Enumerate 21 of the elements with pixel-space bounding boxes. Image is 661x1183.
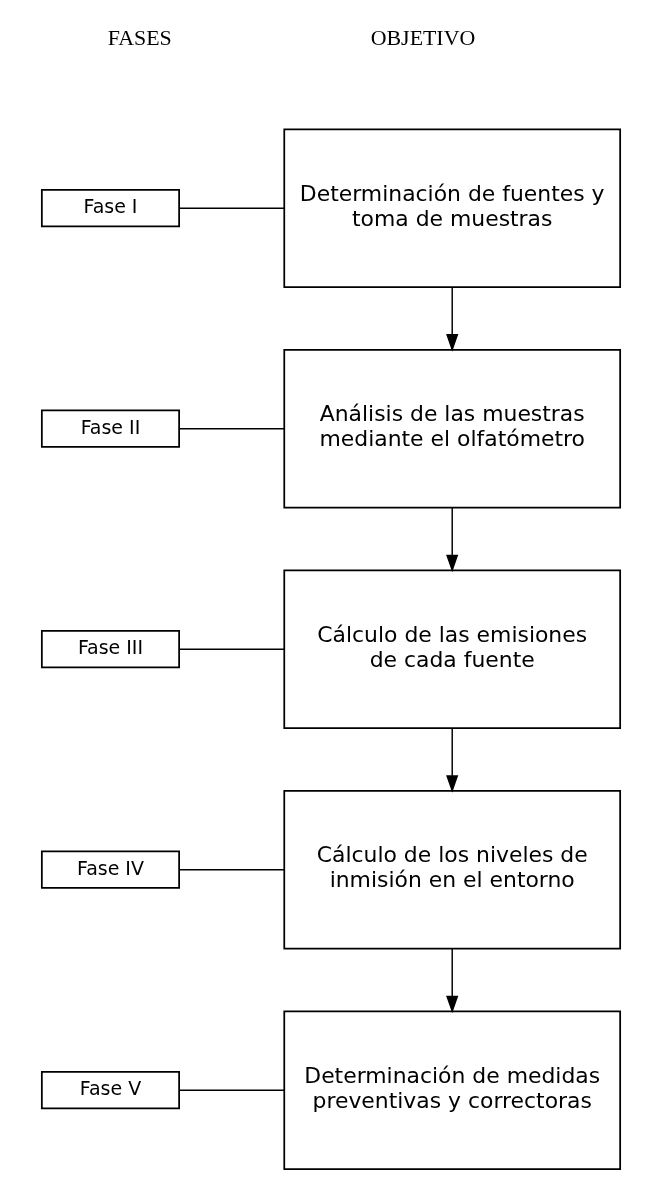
arrow xyxy=(445,507,458,573)
node-box: Determinación de fuentes y toma de muestras xyxy=(282,128,621,288)
connector xyxy=(178,648,285,650)
arrow xyxy=(445,727,458,793)
arrow xyxy=(445,948,458,1014)
node-box: Análisis de las muestras mediante el olfatómetro xyxy=(282,348,621,509)
node-box: Cálculo de los niveles de inmisión en el entorno xyxy=(282,789,621,950)
node-box: Fase IV xyxy=(40,850,180,889)
connector xyxy=(178,427,285,430)
node-box: Cálculo de las emisiones de cada fuente xyxy=(282,569,621,729)
node-box: Fase III xyxy=(40,630,180,669)
node-box: Fase I xyxy=(40,189,180,228)
connector xyxy=(178,869,285,871)
connector xyxy=(178,207,285,209)
connector xyxy=(178,1089,285,1091)
node-box: Fase V xyxy=(40,1071,180,1110)
node-box: Fase II xyxy=(40,409,180,448)
arrow xyxy=(445,286,458,352)
node-box: Determinación de medidas preventivas y correctoras xyxy=(282,1010,621,1170)
label: FASES xyxy=(107,25,172,51)
label: OBJETIVO xyxy=(370,25,475,51)
